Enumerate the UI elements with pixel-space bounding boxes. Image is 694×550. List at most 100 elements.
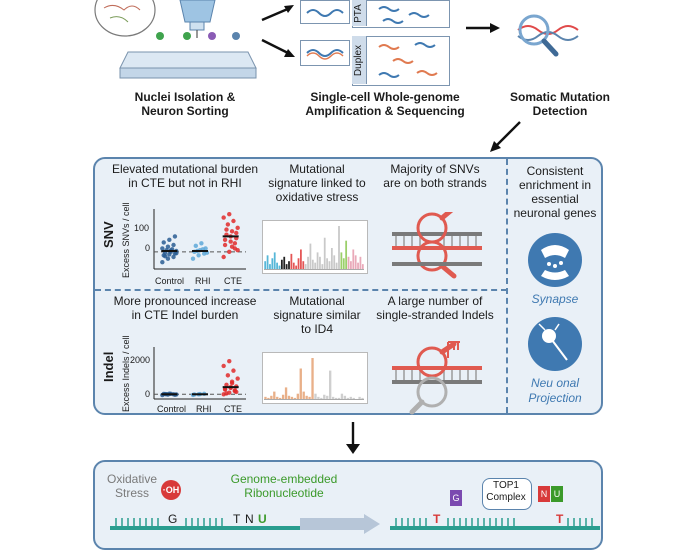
indel-signature-bar — [317, 396, 320, 400]
snv-signature-bar — [350, 261, 352, 270]
base-n: N — [245, 512, 254, 526]
snv-signature-bar — [307, 256, 309, 270]
snv-point-cte — [229, 244, 235, 249]
indel-point-cte — [234, 389, 239, 395]
indel-signature-bar — [296, 393, 299, 400]
snv-signature-bar — [319, 256, 321, 270]
snv-signature-bar — [326, 258, 328, 270]
snv-signature-bar — [340, 252, 343, 270]
indel-point-cte — [221, 363, 226, 369]
indel-signature-bar — [361, 397, 364, 400]
indel-signature-bar — [331, 396, 335, 400]
snv-point-cte — [222, 242, 228, 248]
duplex-card — [300, 40, 350, 66]
base-g: G — [168, 512, 178, 526]
indel-point-cte — [224, 382, 229, 388]
indel-y-tick-2000: 2000 — [130, 355, 151, 365]
snv-point-control — [160, 246, 165, 251]
indel-point-cte — [224, 391, 229, 396]
pta-tab — [352, 0, 367, 26]
indel-signature-bar — [267, 397, 270, 400]
snv-signature-bar — [269, 264, 271, 270]
snv-signature-bar — [266, 255, 269, 270]
snv-signature-bar — [288, 261, 290, 270]
snv-signature-bar — [328, 261, 331, 270]
indel-signature-bar — [320, 397, 323, 400]
snv-signature-bar — [292, 262, 295, 270]
indel-point-cte — [225, 373, 231, 378]
indel-x-tick-rhi: RHI — [196, 404, 212, 414]
snv-burden-title: Elevated mutational burden in CTE but no… — [111, 162, 259, 190]
snv-point-control — [160, 259, 165, 265]
snv-point-cte — [232, 241, 238, 246]
snv-signature-bar — [271, 258, 274, 270]
arrow-to-pta — [261, 6, 291, 22]
magnifier-icon — [517, 14, 579, 57]
snv-x-tick-rhi: RHI — [195, 276, 211, 286]
indel-point-cte — [227, 358, 232, 364]
snv-signature-bar — [338, 226, 340, 270]
magnifier-bottom-icon — [416, 376, 448, 408]
snv-signature-bar — [347, 256, 350, 270]
snv-signature-bar — [330, 248, 333, 270]
indel-signature-bar — [349, 396, 352, 400]
snv-x-tick-cte: CTE — [224, 276, 242, 286]
snv-signature-bar — [304, 264, 307, 270]
snv-signature-bar — [273, 252, 276, 270]
left-dna-strand — [110, 518, 330, 530]
snv-point-cte — [229, 229, 235, 234]
step-wga-sequencing: Single-cell Whole-genome Amplification &… — [305, 90, 465, 118]
snv-point-cte — [234, 230, 239, 236]
snv-signature-bar — [295, 265, 298, 270]
snv-signature-bar — [285, 264, 288, 270]
duplex-label: Duplex — [353, 44, 365, 77]
snv-point-control — [172, 234, 178, 239]
snv-signature-bar — [342, 258, 345, 270]
synapse-label: Synapse — [531, 292, 579, 306]
snv-point-cte — [235, 225, 240, 231]
arrow-to-results — [495, 121, 521, 147]
hydroxyl-radical-badge: ·OH — [161, 480, 181, 500]
base-t: T — [233, 512, 241, 526]
snv-y-axis-label: Excess SNVs / cell — [121, 202, 131, 278]
indel-signature-bar — [337, 397, 341, 400]
snv-signature-bar — [297, 258, 300, 270]
indel-signature-bar — [281, 394, 285, 400]
snv-point-control — [161, 240, 166, 245]
indel-signature-bar — [270, 395, 273, 400]
indel-scatter-plot — [153, 347, 246, 400]
indel-signature-bar — [314, 393, 317, 400]
snv-signature-bar — [314, 262, 317, 270]
indel-point-cte — [235, 376, 240, 381]
snv-scatter-plot — [153, 209, 246, 270]
snv-double-strand-illustration — [392, 212, 482, 279]
base-t-right-1: T — [433, 512, 441, 526]
indel-signature-bar — [299, 368, 302, 400]
flag-u: U — [551, 486, 563, 502]
column-divider — [506, 159, 508, 413]
synapse-icon — [528, 233, 582, 287]
top1-complex-box — [482, 478, 532, 510]
step-nuclei-isolation: Nuclei Isolation & Neuron Sorting — [134, 90, 236, 118]
base-t-right-2: T — [556, 512, 564, 526]
snv-point-cte — [221, 254, 226, 260]
snv-point-cte — [231, 218, 236, 224]
duplex-amplicons-card — [352, 36, 450, 86]
indel-signature-bar — [293, 397, 297, 400]
indel-signature-bar — [323, 394, 326, 400]
step-mutation-detection: Somatic Mutation Detection — [509, 90, 610, 118]
indel-x-tick-cte: CTE — [224, 404, 242, 414]
pta-label: PTA — [352, 4, 364, 23]
indel-row-label: Indel — [101, 351, 116, 382]
snv-signature-bar — [290, 253, 293, 270]
snv-signature-bar — [352, 249, 355, 270]
snv-point-rhi — [199, 241, 204, 246]
genome-embedded-label: Genome-embedded Ribonucleotide — [230, 472, 338, 500]
snv-row-label: SNV — [101, 221, 116, 248]
snv-x-tick-control: Control — [155, 276, 185, 286]
magnifier-top-icon — [416, 346, 448, 378]
snv-signature-bar — [359, 256, 362, 270]
indel-signature-bar — [276, 396, 279, 400]
snv-point-control — [162, 253, 168, 259]
sorted-nucleus-dot — [156, 32, 164, 40]
